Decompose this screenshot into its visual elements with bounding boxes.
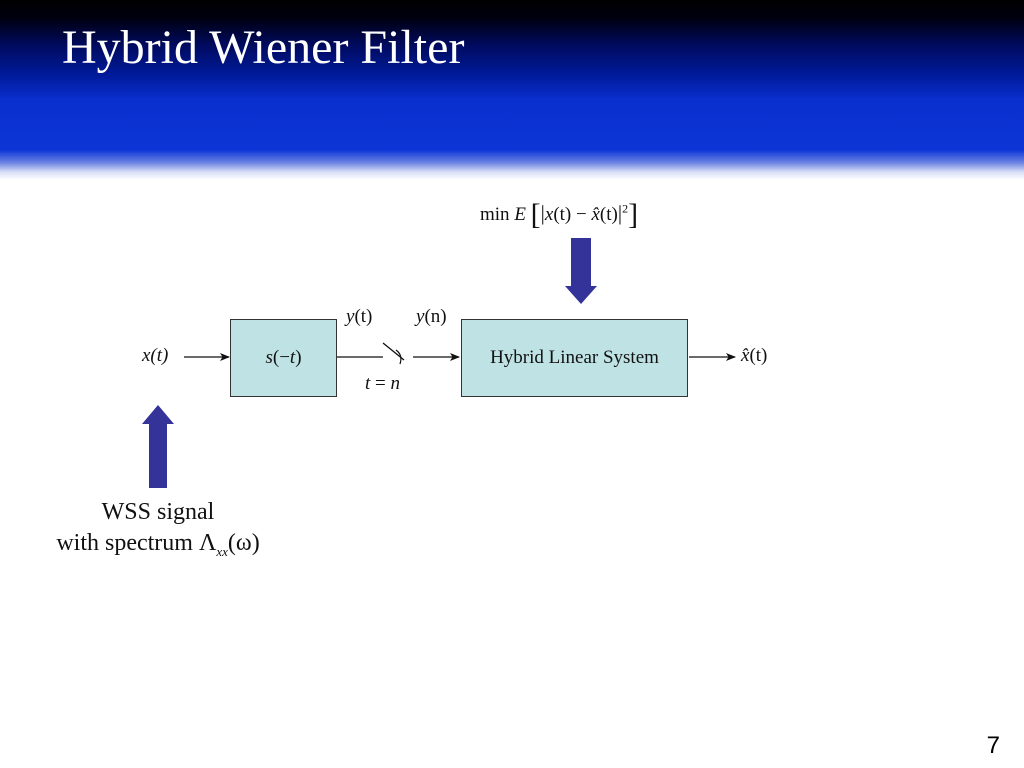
hybrid-linear-system-label: Hybrid Linear System bbox=[490, 347, 659, 368]
input-caption-line1: WSS signal bbox=[101, 499, 215, 525]
estimate-output-label: x̂(t) bbox=[741, 345, 768, 366]
criterion-arrow bbox=[565, 238, 597, 304]
input-signal-label: x(t) bbox=[142, 345, 169, 366]
slide-title: Hybrid Wiener Filter bbox=[62, 21, 465, 74]
mmse-criterion: min E [|x(t) − x̂(t)|2] bbox=[480, 198, 639, 231]
title-banner: Hybrid Wiener Filter bbox=[0, 0, 1024, 180]
sampling-instant-label: t = n bbox=[365, 373, 400, 394]
discrete-output-label: y(n) bbox=[416, 306, 447, 327]
matched-filter-block: s(−t) bbox=[230, 319, 337, 397]
input-signal-caption: WSS signal with spectrum Λxx(ω) bbox=[20, 497, 296, 567]
hybrid-linear-system-block: Hybrid Linear System bbox=[461, 319, 688, 397]
input-caption-line2: with spectrum Λxx(ω) bbox=[56, 530, 260, 559]
page-number: 7 bbox=[986, 732, 1000, 759]
sampler-switch-arc bbox=[395, 349, 402, 365]
input-signal-arrow-up bbox=[142, 405, 174, 488]
continuous-output-label: y(t) bbox=[346, 306, 373, 327]
matched-filter-label: s(−t) bbox=[265, 347, 302, 368]
